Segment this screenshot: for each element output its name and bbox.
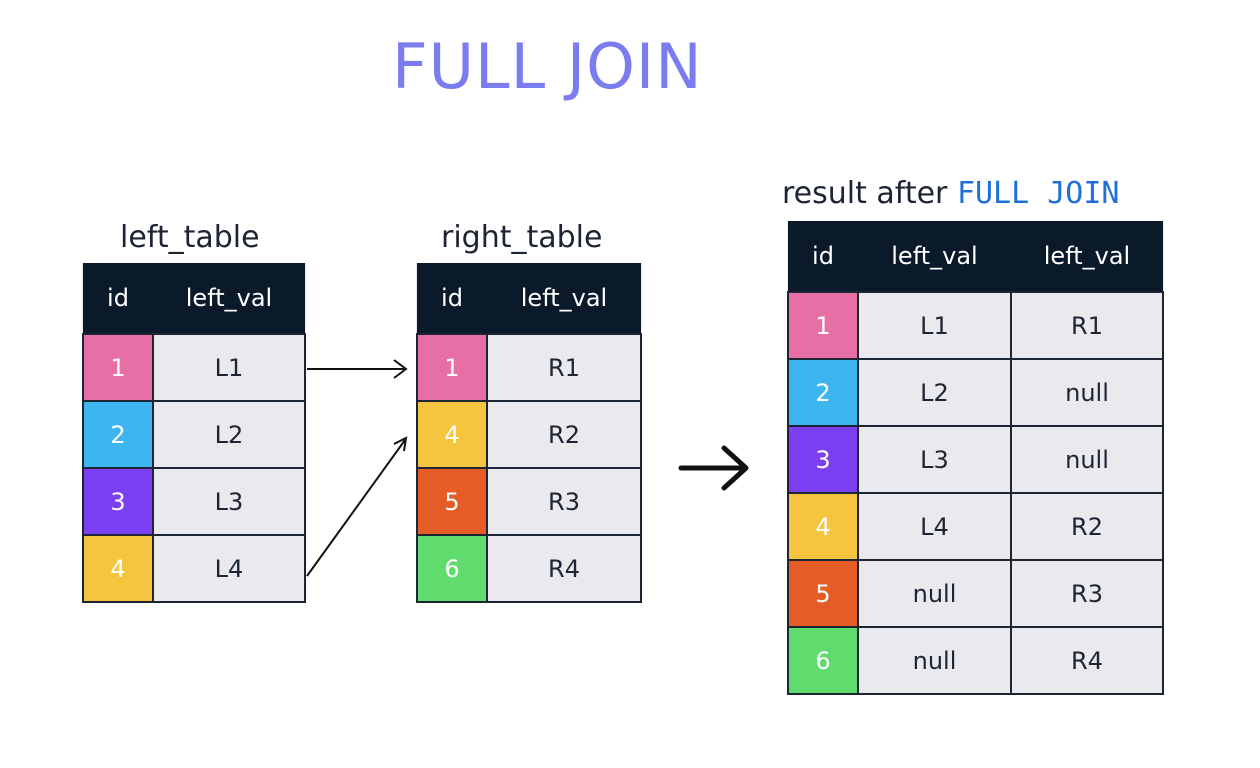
left-table: id left_val 1 L1 2 L2 3 L3 4 L4 xyxy=(82,263,306,603)
right-row-1-id: 1 xyxy=(416,333,488,402)
result-row-6-id: 6 xyxy=(787,626,859,695)
result-table-header-id: id xyxy=(788,221,858,292)
left-row-1-id: 1 xyxy=(82,333,154,402)
result-row-1-id: 1 xyxy=(787,291,859,360)
result-row-5-left: null xyxy=(857,559,1012,628)
result-row-4-id: 4 xyxy=(787,492,859,561)
left-table-row: 2 L2 xyxy=(82,400,306,469)
result-row-3-left: L3 xyxy=(857,425,1012,494)
result-row-1-right: R1 xyxy=(1010,291,1164,360)
result-row-4-right: R2 xyxy=(1010,492,1164,561)
right-row-2-val: R2 xyxy=(486,400,642,469)
result-label-keyword: FULL JOIN xyxy=(956,176,1120,211)
match-arrow-4 xyxy=(306,436,408,577)
result-row-2-id: 2 xyxy=(787,358,859,427)
left-row-4-val: L4 xyxy=(152,534,306,603)
left-table-header-row: id left_val xyxy=(83,263,305,334)
result-row-5-right: R3 xyxy=(1010,559,1164,628)
right-table-row: 4 R2 xyxy=(416,400,642,469)
right-table: id left_val 1 R1 4 R2 5 R3 6 R4 xyxy=(416,263,642,603)
result-table-header-left: left_val xyxy=(858,221,1011,292)
right-table-header-row: id left_val xyxy=(417,263,641,334)
left-table-header-val: left_val xyxy=(153,263,305,334)
left-table-row: 1 L1 xyxy=(82,333,306,402)
page-title: FULL JOIN xyxy=(392,30,703,103)
match-arrow-1 xyxy=(307,359,408,379)
result-row-2-right: null xyxy=(1010,358,1164,427)
result-row-3-id: 3 xyxy=(787,425,859,494)
right-row-4-val: R4 xyxy=(486,534,642,603)
result-table: id left_val left_val 1 L1 R1 2 L2 null 3… xyxy=(787,221,1164,695)
right-row-3-val: R3 xyxy=(486,467,642,536)
result-arrow-icon xyxy=(678,445,749,491)
result-row-5-id: 5 xyxy=(787,559,859,628)
result-table-label: result after FULL JOIN xyxy=(782,176,1120,211)
result-table-row: 1 L1 R1 xyxy=(787,291,1164,360)
left-table-row: 3 L3 xyxy=(82,467,306,536)
result-table-header-right: left_val xyxy=(1011,221,1163,292)
right-row-2-id: 4 xyxy=(416,400,488,469)
right-table-row: 5 R3 xyxy=(416,467,642,536)
result-table-row: 3 L3 null xyxy=(787,425,1164,494)
right-table-header-id: id xyxy=(417,263,487,334)
right-table-row: 1 R1 xyxy=(416,333,642,402)
result-table-row: 2 L2 null xyxy=(787,358,1164,427)
left-row-3-id: 3 xyxy=(82,467,154,536)
left-table-label: left_table xyxy=(120,220,260,255)
result-row-2-left: L2 xyxy=(857,358,1012,427)
result-table-header-row: id left_val left_val xyxy=(788,221,1163,292)
left-row-3-val: L3 xyxy=(152,467,306,536)
result-row-4-left: L4 xyxy=(857,492,1012,561)
result-table-row: 6 null R4 xyxy=(787,626,1164,695)
result-row-3-right: null xyxy=(1010,425,1164,494)
result-label-prefix: result after xyxy=(782,176,948,211)
result-row-6-left: null xyxy=(857,626,1012,695)
result-table-row: 4 L4 R2 xyxy=(787,492,1164,561)
left-row-4-id: 4 xyxy=(82,534,154,603)
result-row-6-right: R4 xyxy=(1010,626,1164,695)
result-table-row: 5 null R3 xyxy=(787,559,1164,628)
right-row-1-val: R1 xyxy=(486,333,642,402)
right-table-header-val: left_val xyxy=(487,263,641,334)
result-row-1-left: L1 xyxy=(857,291,1012,360)
right-row-4-id: 6 xyxy=(416,534,488,603)
right-table-row: 6 R4 xyxy=(416,534,642,603)
left-table-row: 4 L4 xyxy=(82,534,306,603)
left-table-header-id: id xyxy=(83,263,153,334)
left-row-2-id: 2 xyxy=(82,400,154,469)
left-row-1-val: L1 xyxy=(152,333,306,402)
right-table-label: right_table xyxy=(441,220,603,255)
right-row-3-id: 5 xyxy=(416,467,488,536)
left-row-2-val: L2 xyxy=(152,400,306,469)
